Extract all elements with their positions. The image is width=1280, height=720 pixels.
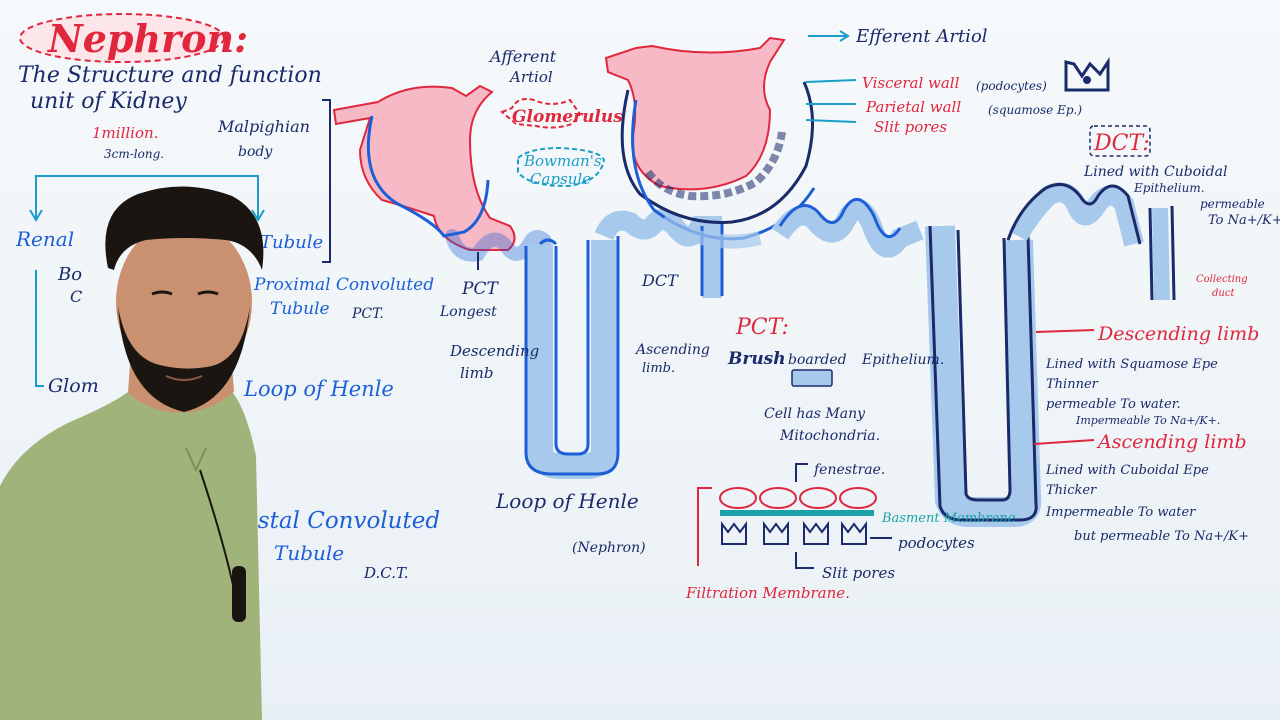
podocyte-row-icon: [721, 521, 867, 545]
ascending-item-1: Lined with Cuboidal Epe: [1045, 463, 1209, 478]
collecting-label: Collecting: [1196, 274, 1248, 285]
efferent-label: Efferent Artiol: [855, 26, 988, 47]
capsule-label: Capsule: [530, 170, 591, 188]
title: Nephron:: [47, 16, 248, 61]
visceral-label: Visceral wall: [862, 74, 960, 92]
pct-tubule-label: Tubule: [270, 299, 330, 319]
descending-left-limb: limb: [460, 364, 493, 382]
ascending-item-4: but permeable To Na+/K+: [1074, 529, 1249, 544]
pct-abbr-label: PCT.: [351, 306, 384, 322]
nephron-count: 1million.: [92, 124, 158, 142]
malpighian-label: Malpighian: [217, 117, 310, 136]
basement-membrane-band: [720, 510, 874, 516]
filtration-membrane-label: Filtration Membrane.: [685, 584, 850, 602]
parietal-label: Parietal wall: [865, 98, 961, 116]
presenter-hair: [105, 186, 264, 270]
subtitle-line-2: unit of Kidney: [30, 89, 187, 114]
descending-box: Descending limb Lined with Squamose Epe …: [1035, 323, 1259, 427]
dct-perm-1: permeable: [1200, 197, 1265, 211]
descending-item-3: permeable To water.: [1046, 397, 1181, 412]
dct-tubule-label: Tubule: [274, 541, 344, 565]
visceral-note: (podocytes): [976, 79, 1047, 93]
glomerulus-label: Glomerulus: [512, 107, 623, 127]
presenter-face: [116, 220, 252, 384]
nephron-paren-label: (Nephron): [572, 540, 646, 556]
podocytes-label: podocytes: [898, 534, 975, 552]
nephron-length: 3cm-long.: [104, 147, 164, 161]
malpighian-body-label: body: [238, 144, 273, 160]
pct-heading: PCT:: [735, 315, 789, 340]
big-glomerulus: [604, 36, 924, 258]
microphone-icon: [232, 566, 246, 622]
dct-abbr-label: D.C.T.: [363, 564, 409, 582]
subtitle-line-1: The Structure and function: [18, 63, 322, 88]
afferent-artiol-label: Artiol: [508, 68, 553, 86]
ascending-heading: Ascending limb: [1096, 431, 1247, 453]
title-block: Nephron: The Structure and function unit…: [18, 13, 322, 114]
brush-label: Brush: [727, 349, 786, 369]
ascending-box: Ascending limb Lined with Cuboidal Epe T…: [1033, 431, 1249, 544]
dct-box: DCT: Lined with Cuboidal Epithelium. per…: [1083, 125, 1280, 228]
big-loop: [925, 182, 1176, 527]
fenestrae-label: fenestrae.: [813, 462, 885, 478]
epithelium-label: Epithelium.: [861, 352, 944, 368]
descending-heading: Descending limb: [1097, 323, 1259, 345]
pct-label: PCT: [461, 279, 499, 299]
collecting-duct-label: duct: [1212, 288, 1235, 299]
ascending-mid-limb: limb.: [642, 361, 675, 376]
pct-full-label: Proximal Convoluted: [253, 275, 434, 295]
ascending-item-3: Impermeable To water: [1045, 505, 1196, 520]
left-notes: 1million. 3cm-long. Malpighian body Rena…: [15, 99, 440, 582]
ascending-mid-label: Ascending: [634, 342, 710, 358]
tubule-label: Tubule: [260, 232, 323, 253]
glom-label: Glom: [48, 375, 99, 397]
presenter: [0, 186, 264, 720]
loop-henle-label: Loop of Henle: [495, 489, 639, 513]
parietal-note: (squamose Ep.): [988, 103, 1082, 117]
pct-box: PCT: Brush boarded Epithelium. Cell has …: [727, 315, 944, 444]
loop-henle-left-label: Loop of Henle: [243, 377, 394, 401]
longest-label: Longest: [439, 304, 497, 320]
descending-item-2: Thinner: [1046, 377, 1099, 392]
ascending-item-2: Thicker: [1046, 483, 1097, 498]
diagram-labels: Afferent Artiol Glomerulus Bowman's Caps…: [439, 26, 1248, 556]
c-label: C: [70, 287, 82, 306]
podocyte-icon: [1064, 57, 1110, 92]
brush-border-icon: [791, 369, 833, 387]
dct-perm-2: To Na+/K+: [1208, 213, 1280, 228]
filtration-membrane: fenestrae. Basment Membrane podocytes Sl…: [685, 462, 1016, 602]
dct-line-2: Epithelium.: [1133, 181, 1205, 195]
basement-label: Basment Membrane: [881, 511, 1016, 526]
dct-full-label: Distal Convoluted: [231, 508, 440, 534]
renal-label: Renal: [15, 227, 74, 251]
slit-pores-top-label: Slit pores: [874, 118, 947, 136]
bo-label: Bo: [57, 264, 82, 285]
mito-label-1: Cell has Many: [764, 406, 866, 422]
afferent-label: Afferent: [488, 47, 557, 66]
mito-label-2: Mitochondria.: [779, 428, 880, 444]
descending-left-label: Descending: [449, 342, 539, 360]
small-nephron: [332, 84, 724, 479]
dct-heading: DCT:: [1093, 131, 1150, 156]
bowmans-label: Bowman's: [523, 152, 602, 170]
dct-line-1: Lined with Cuboidal: [1083, 164, 1227, 180]
slit-pores-label: Slit pores: [822, 564, 895, 582]
descending-item-4: Impermeable To Na+/K+.: [1075, 414, 1220, 427]
dct-mid-label: DCT: [641, 271, 679, 290]
boarded-label: boarded: [788, 352, 847, 368]
descending-item-1: Lined with Squamose Epe: [1045, 357, 1218, 372]
